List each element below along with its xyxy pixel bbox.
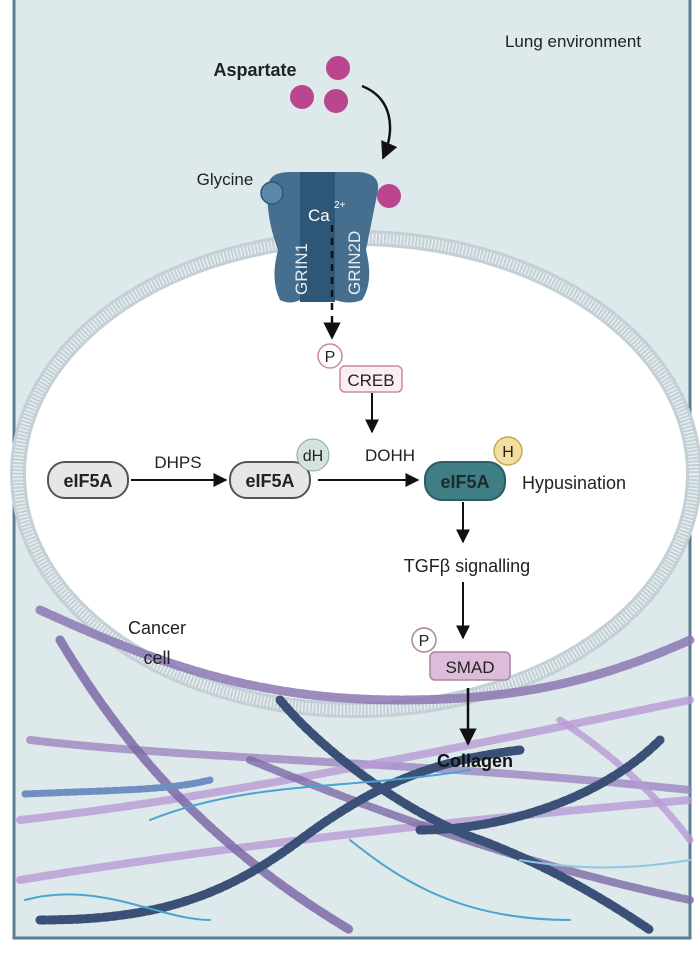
hypusination-label: Hypusination	[522, 473, 626, 493]
glycine-molecule	[260, 181, 284, 205]
eif5a-hypusinated	[424, 461, 506, 501]
collagen-label: Collagen	[437, 751, 513, 771]
eif5a-unmodified	[47, 461, 129, 499]
calcium-charge: 2+	[334, 200, 346, 211]
cancer-cell-label-line1: Cancer	[128, 618, 186, 638]
tgfb-label: TGFβ signalling	[404, 556, 530, 576]
glycine-label: Glycine	[197, 170, 254, 189]
eif5a-deoxyhypusinated	[229, 461, 311, 499]
aspartate-bound-molecule	[377, 184, 401, 208]
nmda-receptor	[260, 172, 401, 303]
binding-arrow	[361, 84, 398, 160]
smad-phospho-circle	[411, 627, 437, 653]
creb-label: CREB	[347, 371, 394, 390]
hypusine-circle	[493, 436, 523, 466]
calcium-label: Ca	[308, 206, 330, 225]
hypusine-label: H	[502, 444, 514, 461]
collagen-fibers	[16, 605, 695, 935]
eif5a-hypusinated-label: eIF5A	[440, 472, 489, 492]
aspartate-molecules	[290, 56, 350, 113]
cancer-cell	[10, 230, 700, 718]
cancer-cell-label-line2: cell	[143, 648, 170, 668]
smad-box	[429, 651, 511, 681]
smad-label: SMAD	[445, 658, 494, 677]
dhps-label: DHPS	[154, 453, 201, 472]
creb-box	[339, 365, 403, 393]
eif5a-deoxyhypusinated-label: eIF5A	[245, 471, 294, 491]
grin2d-label: GRIN2D	[345, 231, 364, 295]
deoxyhypusine-label: dH	[303, 448, 323, 465]
creb-phospho-label: P	[325, 349, 336, 366]
lung-environment-label: Lung environment	[505, 32, 641, 51]
dohh-label: DOHH	[365, 446, 415, 465]
aspartate-label: Aspartate	[213, 60, 296, 80]
deoxyhypusine-circle	[296, 438, 330, 472]
grin1-label: GRIN1	[292, 243, 311, 295]
eif5a-unmodified-label: eIF5A	[63, 471, 112, 491]
smad-phospho-label: P	[419, 633, 430, 650]
creb-phospho-circle	[317, 343, 343, 369]
